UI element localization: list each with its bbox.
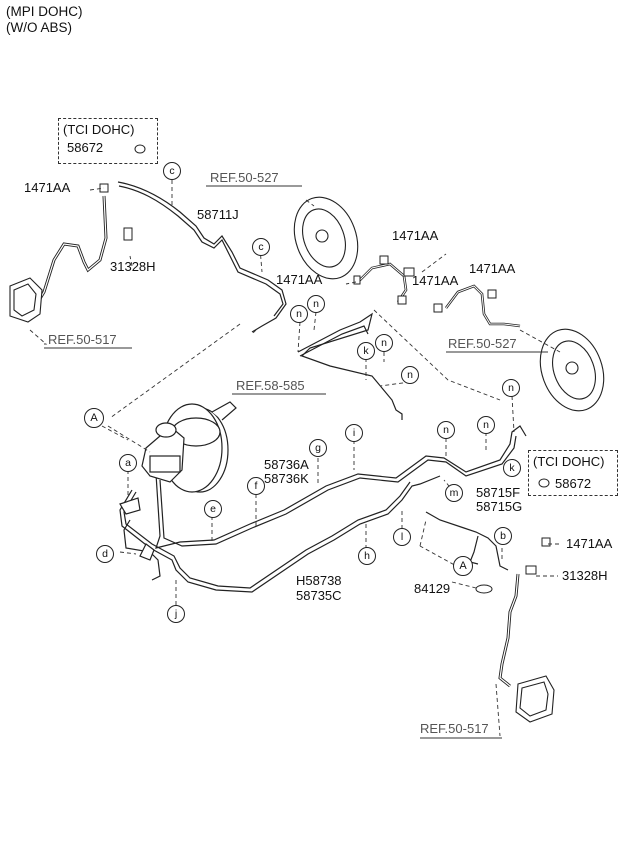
reference-label: REF.58-585 — [236, 378, 305, 393]
callout-n: n — [375, 334, 393, 352]
reference-label: REF.50-527 — [210, 170, 279, 185]
callout-h: h — [358, 547, 376, 565]
callout-a-upper: A — [84, 408, 104, 428]
rear-brake-drums — [293, 196, 605, 412]
part-84129: 84129 — [414, 581, 451, 596]
callout-f: f — [247, 477, 265, 495]
ref-underlines — [44, 185, 548, 739]
part-58715f: 58715F — [476, 485, 521, 500]
title-abs-variant: (W/O ABS) — [6, 20, 73, 35]
title-engine-variant: (MPI DOHC) — [6, 4, 83, 19]
part-58711j: 58711J — [197, 207, 239, 222]
part-31328h: 31328H — [562, 568, 608, 583]
reference-label: REF.50-517 — [420, 721, 489, 736]
tci-box-left: (TCI DOHC) 58672 — [58, 118, 158, 164]
part-1471aa: 1471AA — [24, 180, 71, 195]
tci-box-right: (TCI DOHC) 58672 — [528, 450, 618, 496]
brake-tubes — [36, 181, 527, 688]
callout-l: l — [393, 528, 411, 546]
tci-box-part: 58672 — [555, 476, 592, 491]
reference-label: REF.50-517 — [48, 332, 117, 347]
callout-d: d — [96, 545, 114, 563]
callout-n: n — [437, 421, 455, 439]
part-1471aa: 1471AA — [469, 261, 516, 276]
callout-a: a — [119, 454, 137, 472]
part-1471aa: 1471AA — [566, 536, 613, 551]
callout-m: m — [445, 484, 463, 502]
callout-n: n — [502, 379, 520, 397]
callout-i: i — [345, 424, 363, 442]
brake-booster-drawing — [119, 401, 237, 561]
part-h58738: H58738 — [296, 573, 342, 588]
callout-n: n — [401, 366, 419, 384]
callout-a-upper: A — [453, 556, 473, 576]
reference-label: REF.50-527 — [448, 336, 517, 351]
callout-c: c — [163, 162, 181, 180]
part-1471aa: 1471AA — [412, 273, 459, 288]
callout-n: n — [290, 305, 308, 323]
callout-k: k — [357, 342, 375, 360]
callout-k: k — [503, 459, 521, 477]
tci-box-title: (TCI DOHC) — [533, 454, 605, 469]
callout-b: b — [494, 527, 512, 545]
callout-g: g — [309, 439, 327, 457]
tci-box-title: (TCI DOHC) — [63, 122, 135, 137]
callout-c: c — [252, 238, 270, 256]
callout-n: n — [307, 295, 325, 313]
part-1471aa: 1471AA — [276, 272, 323, 287]
tci-box-part: 58672 — [67, 140, 104, 155]
callout-j: j — [167, 605, 185, 623]
part-58735c: 58735C — [296, 588, 342, 603]
callout-n: n — [477, 416, 495, 434]
part-58736a: 58736A — [264, 457, 309, 472]
part-31328h: 31328H — [110, 259, 156, 274]
part-58736k: 58736K — [264, 471, 309, 486]
callout-e: e — [204, 500, 222, 518]
front-calipers — [9, 277, 555, 723]
fittings — [99, 144, 551, 594]
part-1471aa: 1471AA — [392, 228, 439, 243]
part-58715g: 58715G — [476, 499, 523, 514]
